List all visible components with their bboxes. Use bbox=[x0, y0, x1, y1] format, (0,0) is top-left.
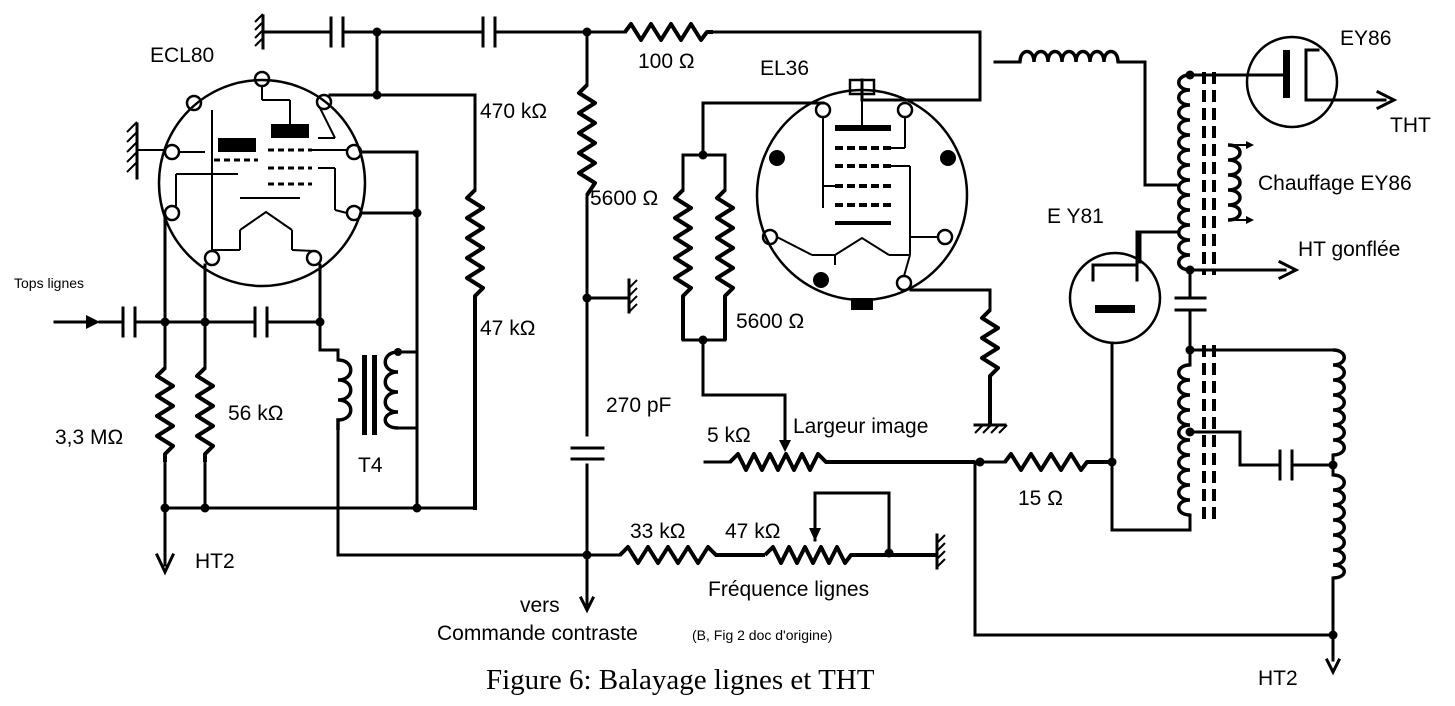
ey86-label: EY86 bbox=[1340, 27, 1391, 50]
ecl80-tube bbox=[157, 70, 367, 288]
resistor-100 bbox=[623, 22, 713, 42]
junction-dot bbox=[412, 503, 422, 513]
junction-dot bbox=[698, 335, 708, 345]
coil-main-upper bbox=[1177, 73, 1191, 272]
ey81-tube bbox=[1068, 230, 1178, 345]
commande-contraste-label: Commande contraste bbox=[437, 622, 638, 645]
r-5600-a-label: 5600 Ω bbox=[590, 187, 658, 210]
junction-dot bbox=[698, 150, 708, 160]
junction-dot bbox=[582, 27, 592, 37]
resistor-15 bbox=[1003, 452, 1112, 472]
junction-dot bbox=[582, 293, 592, 303]
el36-label: EL36 bbox=[760, 57, 809, 80]
r-470k-label: 470 kΩ bbox=[480, 100, 547, 123]
r-33k-label: 33 kΩ bbox=[630, 520, 685, 543]
tops-lignes-label: Tops lignes bbox=[14, 275, 84, 291]
ground-symbol-ecl80-left bbox=[126, 121, 165, 180]
ecl80-label: ECL80 bbox=[150, 44, 214, 67]
coil-right-lower bbox=[1332, 473, 1346, 580]
junction-dot bbox=[1328, 630, 1338, 640]
transformer-t4 bbox=[336, 348, 419, 435]
coil-top bbox=[1018, 49, 1120, 63]
resistor-47k-top bbox=[465, 188, 485, 510]
pot-47k-label: 47 kΩ bbox=[725, 520, 780, 543]
largeur-image-label: Largeur image bbox=[793, 415, 928, 438]
capacitor-top-1 bbox=[329, 16, 345, 48]
ground-symbol-el36 bbox=[973, 423, 1008, 434]
ey81-label: E Y81 bbox=[1047, 205, 1104, 228]
r-47k-top-label: 47 kΩ bbox=[480, 317, 535, 340]
chauffage-label: Chauffage EY86 bbox=[1258, 172, 1412, 195]
ht-gonflee-label: HT gonflée bbox=[1298, 238, 1400, 261]
vers-label: vers bbox=[520, 594, 560, 617]
output-transformer-wiring bbox=[973, 49, 1346, 676]
junction-dot bbox=[412, 208, 422, 218]
coil-right-upper bbox=[1332, 348, 1346, 457]
junction-dot bbox=[1107, 457, 1117, 467]
tht-label: THT bbox=[1390, 114, 1431, 137]
el36-cathode-resistor bbox=[909, 288, 1000, 425]
vers-arrow bbox=[578, 595, 596, 614]
pot-5k-largeur bbox=[703, 452, 975, 472]
ground-symbol-freq bbox=[935, 533, 946, 570]
capacitor-top-2 bbox=[481, 16, 497, 48]
coil-heater bbox=[1227, 143, 1242, 222]
junction-dot bbox=[372, 27, 382, 37]
ht2-left-label: HT2 bbox=[195, 550, 235, 573]
ht2-right-label: HT2 bbox=[1258, 667, 1298, 690]
capacitor-270pf bbox=[570, 446, 605, 461]
ht2-left-arrow bbox=[155, 506, 175, 576]
r-100-label: 100 Ω bbox=[638, 50, 695, 73]
r-15-label: 15 Ω bbox=[1018, 487, 1063, 510]
junction-dot bbox=[884, 548, 894, 558]
resistor-56k bbox=[195, 366, 215, 462]
c-270p-label: 270 pF bbox=[606, 394, 671, 417]
commande-note-label: (B, Fig 2 doc d'origine) bbox=[692, 627, 832, 643]
pot-5k-label: 5 kΩ bbox=[707, 424, 751, 447]
junction-dot bbox=[1185, 70, 1195, 80]
top-bus-wiring bbox=[261, 30, 982, 607]
junction-dot bbox=[1185, 427, 1195, 437]
coil-main-lower bbox=[1177, 363, 1191, 517]
junction-dot bbox=[1185, 265, 1195, 275]
frequence-lignes-label: Fréquence lignes bbox=[708, 578, 869, 601]
freq-network bbox=[585, 491, 937, 565]
ey86-tube bbox=[1245, 35, 1398, 129]
el36-grid-network bbox=[673, 101, 825, 452]
figure-caption: Figure 6: Balayage lignes et THT bbox=[486, 664, 875, 696]
resistor-5600-a bbox=[673, 188, 693, 340]
resistor-3-3m bbox=[155, 366, 175, 462]
t4-label: T4 bbox=[358, 454, 383, 477]
ground-symbol-mid bbox=[627, 278, 638, 314]
resistor-470k bbox=[577, 83, 597, 197]
resistor-5600-b bbox=[715, 188, 735, 340]
junction-dot bbox=[1328, 460, 1338, 470]
r-56k-label: 56 kΩ bbox=[228, 402, 283, 425]
r-3-3m-label: 3,3 MΩ bbox=[55, 426, 123, 449]
junction-dot bbox=[200, 503, 210, 513]
input-tops-lignes bbox=[53, 306, 322, 338]
r-5600-b-label: 5600 Ω bbox=[736, 310, 804, 333]
el36-tube bbox=[755, 78, 969, 310]
junction-dot bbox=[1185, 345, 1195, 355]
